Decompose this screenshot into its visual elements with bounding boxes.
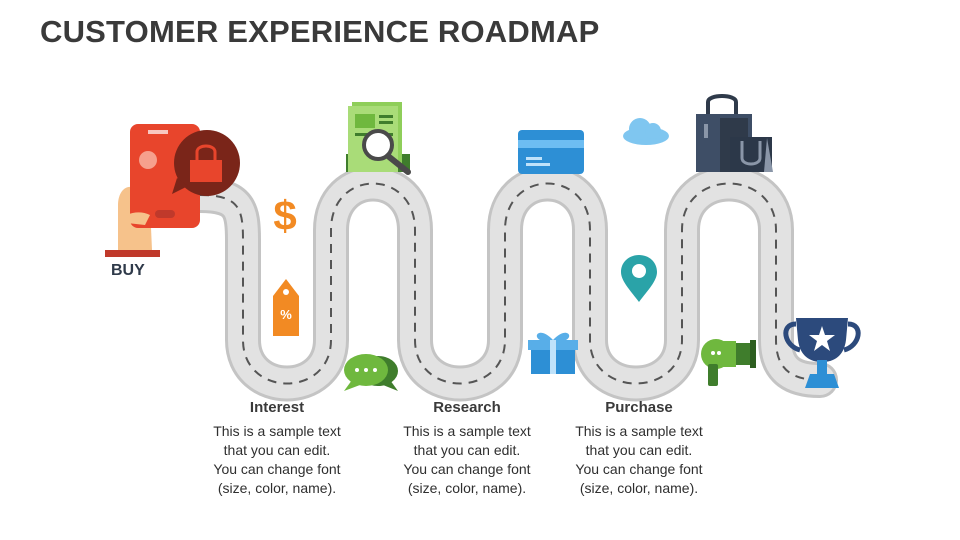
- step-description: This is a sample text that you can edit.…: [575, 423, 703, 496]
- dollar-icon: $: [273, 192, 296, 239]
- step-research: Research This is a sample text that you …: [377, 399, 557, 498]
- cloud-icon: [623, 118, 669, 145]
- svg-text:%: %: [280, 307, 292, 322]
- road-center-dashes: [199, 182, 821, 385]
- step-interest: Interest This is a sample text that you …: [187, 399, 367, 498]
- location-pin-icon: [621, 255, 657, 302]
- buy-label: BUY: [111, 262, 145, 279]
- step-description: This is a sample text that you can edit.…: [213, 423, 341, 496]
- trophy-icon: [783, 318, 861, 388]
- page-title: CUSTOMER EXPERIENCE ROADMAP: [40, 14, 600, 49]
- credit-card-icon: [518, 130, 584, 174]
- hair-dryer-icon: [701, 339, 756, 386]
- step-heading: Research: [433, 399, 501, 416]
- chat-bubbles-icon: [344, 354, 398, 391]
- percent-tag-icon: %: [273, 279, 299, 336]
- winding-road: [182, 165, 838, 402]
- gift-icon: [528, 332, 578, 374]
- document-search-icon: [346, 102, 411, 175]
- shopping-bags-icon: [696, 94, 773, 172]
- phone-shopping-icon: [105, 124, 240, 257]
- step-purchase: Purchase This is a sample text that you …: [549, 399, 729, 498]
- step-description: This is a sample text that you can edit.…: [403, 423, 531, 496]
- step-heading: Purchase: [605, 399, 673, 416]
- step-heading: Interest: [249, 399, 305, 416]
